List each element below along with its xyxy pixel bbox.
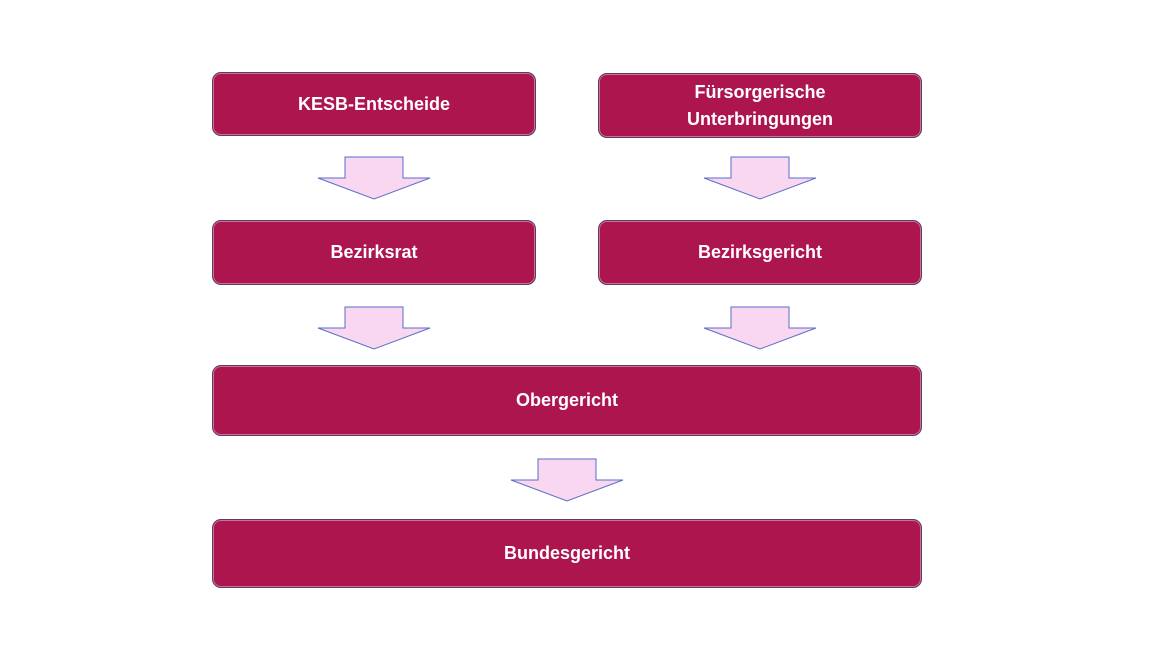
arrow-down-icon xyxy=(510,458,624,502)
arrow-bezirksrat-to-obergericht xyxy=(317,306,431,350)
node-obergericht: Obergericht xyxy=(212,365,922,436)
arrow-down-icon xyxy=(703,306,817,350)
arrow-kesb-to-bezirksrat xyxy=(317,156,431,200)
node-bezirksgericht: Bezirksgericht xyxy=(598,220,922,285)
arrow-fuersorge-to-bezirksgericht xyxy=(703,156,817,200)
node-bundesgericht: Bundesgericht xyxy=(212,519,922,588)
node-label: Bezirksgericht xyxy=(697,242,823,262)
node-label: Bezirksrat xyxy=(330,242,418,262)
node-fuersorgerische-unterbringungen: Fürsorgerische Unterbringungen xyxy=(598,73,922,138)
arrow-down-icon xyxy=(317,306,431,350)
arrow-bezirksgericht-to-obergericht xyxy=(703,306,817,350)
node-label-line-2: Unterbringungen xyxy=(687,108,833,129)
node-label: Obergericht xyxy=(515,390,619,410)
node-label: Fürsorgerische Unterbringungen xyxy=(687,79,833,133)
arrow-down-icon xyxy=(317,156,431,200)
node-label-line-1: Fürsorgerische xyxy=(694,81,826,102)
arrow-down-icon xyxy=(703,156,817,200)
node-label: Bundesgericht xyxy=(503,543,631,563)
node-label: KESB-Entscheide xyxy=(297,93,451,114)
node-kesb-entscheide: KESB-Entscheide xyxy=(212,72,536,136)
node-bezirksrat: Bezirksrat xyxy=(212,220,536,285)
arrow-obergericht-to-bundesgericht xyxy=(510,458,624,502)
